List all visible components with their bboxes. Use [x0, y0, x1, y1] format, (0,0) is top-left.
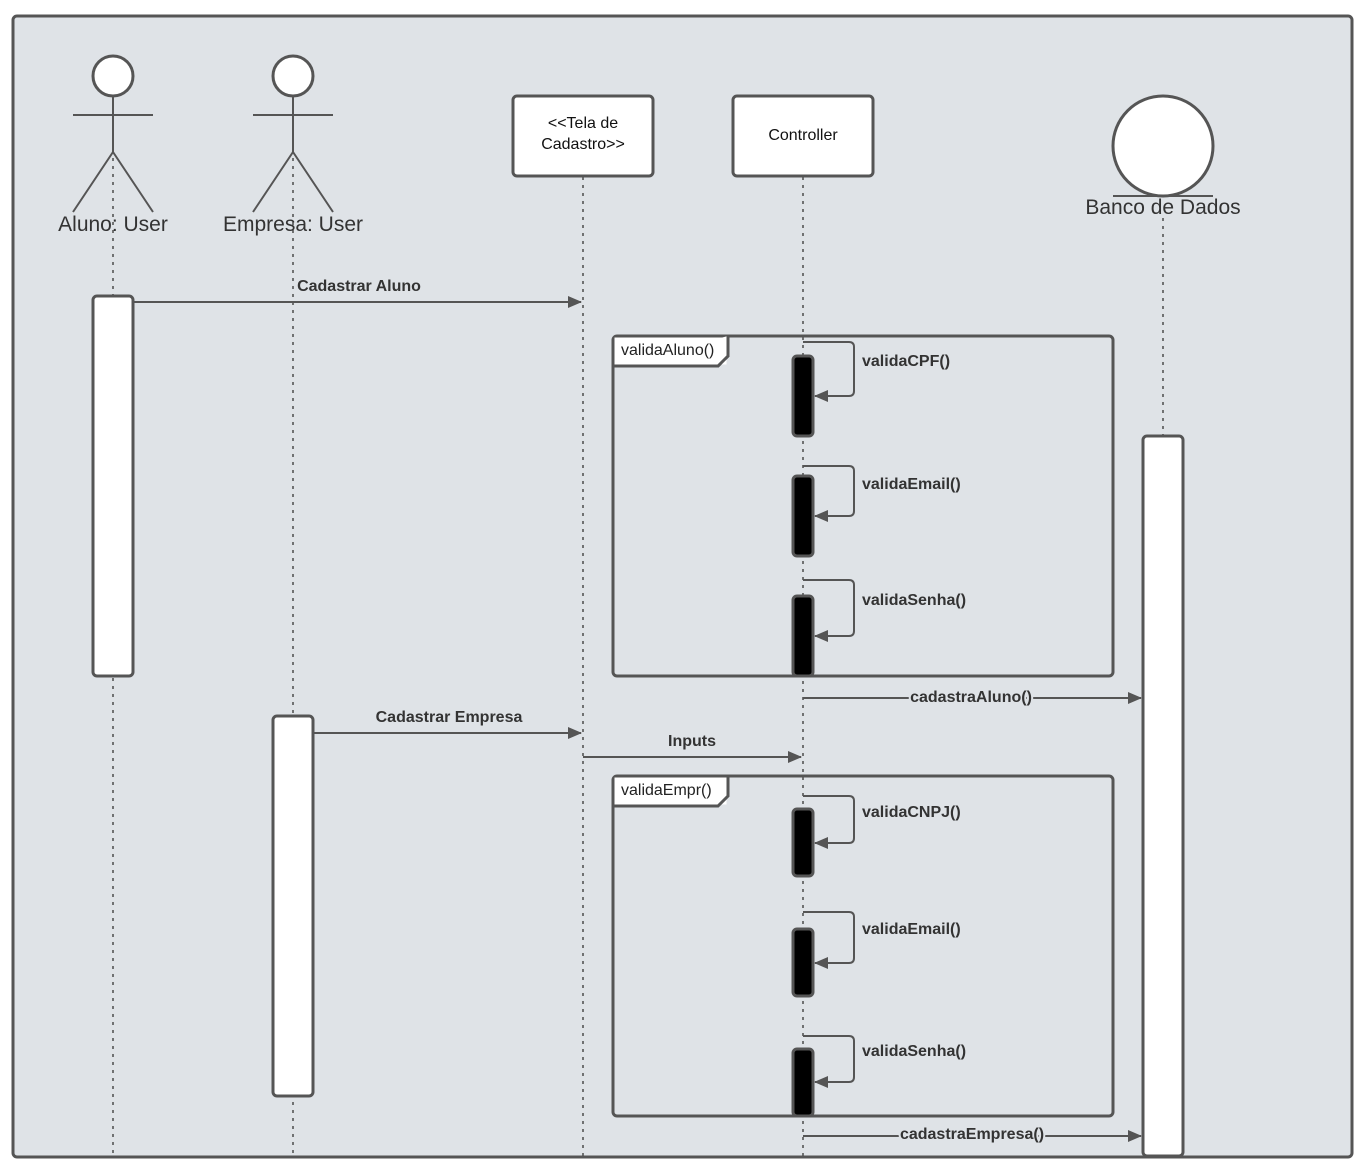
self-activation-valida-cpf	[791, 354, 815, 438]
message-cadastrar-aluno: Cadastrar Aluno	[297, 278, 421, 295]
message-cadastra-empresa: cadastraEmpresa()	[900, 1126, 1044, 1143]
self-call-arrow-valida-email-aluno	[803, 465, 855, 522]
frame-valida-empr	[611, 774, 1115, 1118]
frame-valida-aluno	[611, 334, 1115, 678]
self-call-arrow-valida-email-empr	[803, 911, 855, 969]
controller-box	[731, 94, 875, 178]
message-inputs: Inputs	[668, 733, 716, 750]
self-activation-valida-email-aluno	[791, 474, 815, 558]
self-call-arrow-valida-cpf	[803, 341, 855, 402]
controller-label: Controller	[768, 127, 838, 144]
self-call-arrow-valida-senha-empr	[803, 1035, 855, 1088]
self-call-arrow-valida-cnpj	[803, 795, 855, 849]
call-valida-cpf: validaCPF()	[862, 353, 950, 370]
self-activation-valida-senha-aluno	[791, 594, 815, 678]
self-activation-valida-email-empr	[791, 927, 815, 998]
activation-aluno	[91, 294, 135, 678]
call-valida-senha-empr: validaSenha()	[862, 1043, 966, 1060]
message-cadastra-aluno: cadastraAluno()	[910, 689, 1032, 706]
call-valida-cnpj: validaCNPJ()	[862, 804, 961, 821]
message-cadastrar-empresa: Cadastrar Empresa	[376, 709, 523, 726]
tela-cadastro-box	[511, 94, 655, 178]
frame-valida-aluno-label: validaAluno()	[621, 342, 714, 359]
banco-label: Banco de Dados	[1085, 196, 1240, 219]
tela-cadastro-label-line1: <<Tela de	[548, 115, 618, 132]
activation-banco	[1141, 434, 1185, 1158]
call-valida-email-empr: validaEmail()	[862, 921, 961, 938]
actor-empresa	[252, 54, 334, 213]
frame-valida-empr-label: validaEmpr()	[621, 782, 712, 799]
call-valida-senha-aluno: validaSenha()	[862, 592, 966, 609]
self-activation-valida-cnpj	[791, 807, 815, 878]
call-valida-email-aluno: validaEmail()	[862, 476, 961, 493]
actor-aluno-label: Aluno: User	[58, 213, 168, 236]
database-entity-icon	[1111, 94, 1215, 198]
activation-empresa	[271, 714, 315, 1098]
actor-empresa-label: Empresa: User	[223, 213, 363, 236]
tela-cadastro-label-line2: Cadastro>>	[541, 136, 625, 153]
actor-aluno	[72, 54, 154, 213]
self-activation-valida-senha-empr	[791, 1047, 815, 1118]
self-call-arrow-valida-senha-aluno	[803, 579, 855, 642]
